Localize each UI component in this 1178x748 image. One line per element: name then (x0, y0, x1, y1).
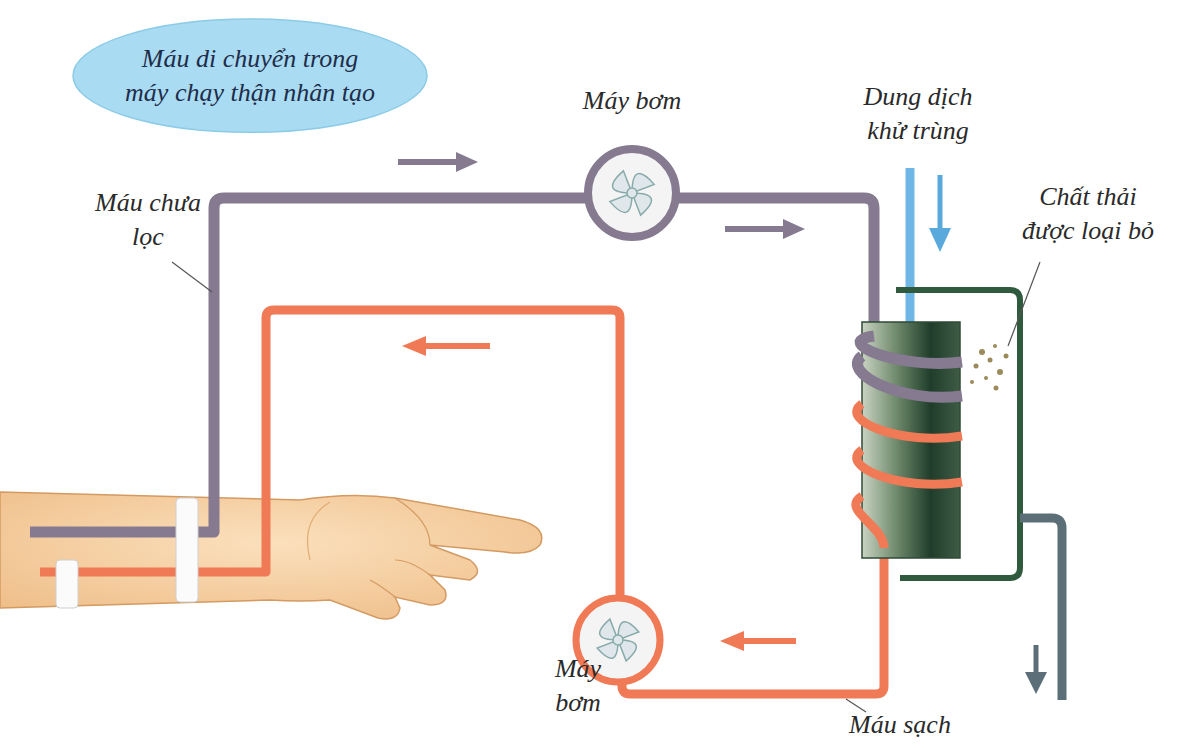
pump-label: Máy bơm (552, 84, 712, 118)
title-text: Máu di chuyển trong máy chạy thận nhân t… (125, 42, 375, 110)
tape (56, 498, 198, 608)
pump-label: Máy bơm (542, 652, 614, 720)
ellipse-outline (73, 19, 427, 132)
pump-top (588, 149, 676, 237)
flow-arrows (398, 152, 805, 651)
title-ellipse: Máu di chuyển trong máy chạy thận nhân t… (71, 17, 429, 134)
waste-label: Chất thải được loại bỏ (1013, 180, 1163, 248)
dialyzer (856, 322, 962, 558)
hand (0, 492, 542, 619)
disinfectant-pipe (910, 168, 951, 330)
unfiltered-blood-label: Máu chưa lọc (92, 186, 204, 254)
clean-tube (40, 310, 884, 694)
leader-lines (172, 262, 1040, 712)
disinfectant-label: Dung dịch khử trùng (854, 80, 982, 148)
clean-blood-label: Máu sạch (820, 708, 980, 742)
ellipse-shape (71, 17, 429, 134)
waste-particles (970, 344, 1009, 391)
